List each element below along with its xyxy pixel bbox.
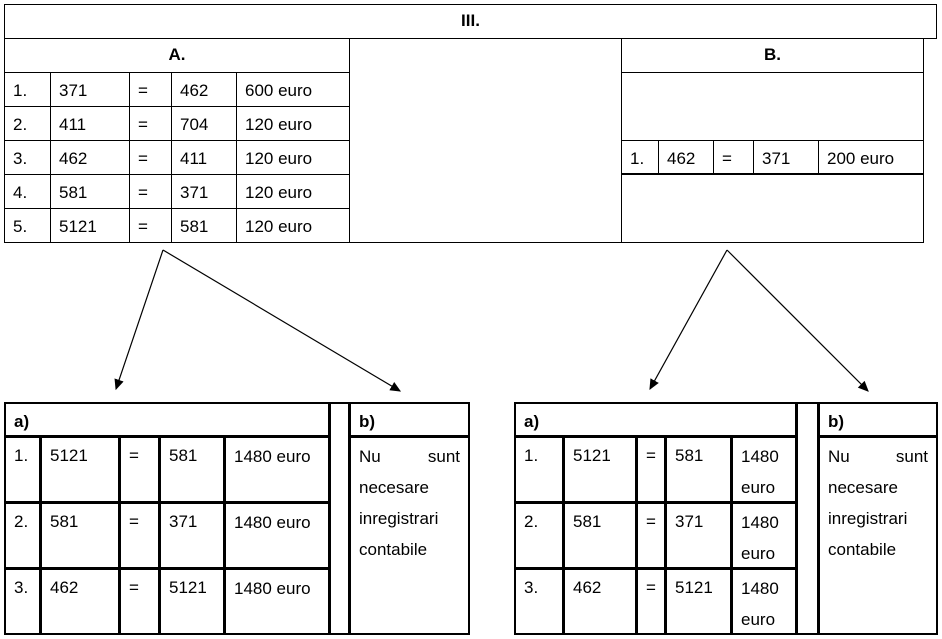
row-number: 2. (514, 502, 564, 569)
row-number: 1. (4, 436, 41, 503)
table-b-empty-bottom (621, 173, 924, 243)
credit-account: 581 (159, 436, 225, 503)
amount: 1480 euro (731, 568, 797, 635)
equals-sign: = (119, 568, 160, 635)
amount: 1480 euro (224, 502, 330, 569)
row-number: 3. (4, 568, 41, 635)
arrow-b-to-left (649, 249, 728, 391)
credit-account: 5121 (159, 568, 225, 635)
row-number: 3. (514, 568, 564, 635)
equals-sign: = (636, 436, 666, 503)
equals-sign: = (636, 502, 666, 569)
equals-sign: = (636, 568, 666, 635)
debit-account: 5121 (40, 436, 120, 503)
debit-account: 5121 (563, 436, 637, 503)
debit-account: 462 (40, 568, 120, 635)
amount: 120 euro (236, 208, 350, 243)
arrow-b-to-right (726, 249, 869, 392)
arrow-a-to-left (114, 249, 164, 391)
row-number: 1. (514, 436, 564, 503)
credit-account: 371 (159, 502, 225, 569)
amount: 1480 euro (731, 502, 797, 569)
equals-sign: = (119, 502, 160, 569)
b-note: Nu sunt necesare inregistrari contabile (349, 436, 470, 635)
a-label: a) (514, 402, 797, 437)
amount: 1480 euro (224, 436, 330, 503)
narrow-empty-column (796, 402, 819, 635)
arrow-a-to-right (162, 249, 402, 392)
debit-account: 462 (563, 568, 637, 635)
amount: 200 euro (818, 140, 924, 175)
debit-account: 581 (563, 502, 637, 569)
credit-account: 581 (665, 436, 732, 503)
amount: 1480 euro (224, 568, 330, 635)
row-number: 2. (4, 502, 41, 569)
credit-account: 5121 (665, 568, 732, 635)
equals-sign: = (119, 436, 160, 503)
b-note: Nu sunt necesare inregistrari contabile (818, 436, 938, 635)
a-label: a) (4, 402, 330, 437)
narrow-empty-column (329, 402, 350, 635)
amount: 1480 euro (731, 436, 797, 503)
debit-account: 581 (40, 502, 120, 569)
b-label: b) (818, 402, 938, 437)
credit-account: 371 (665, 502, 732, 569)
b-label: b) (349, 402, 470, 437)
